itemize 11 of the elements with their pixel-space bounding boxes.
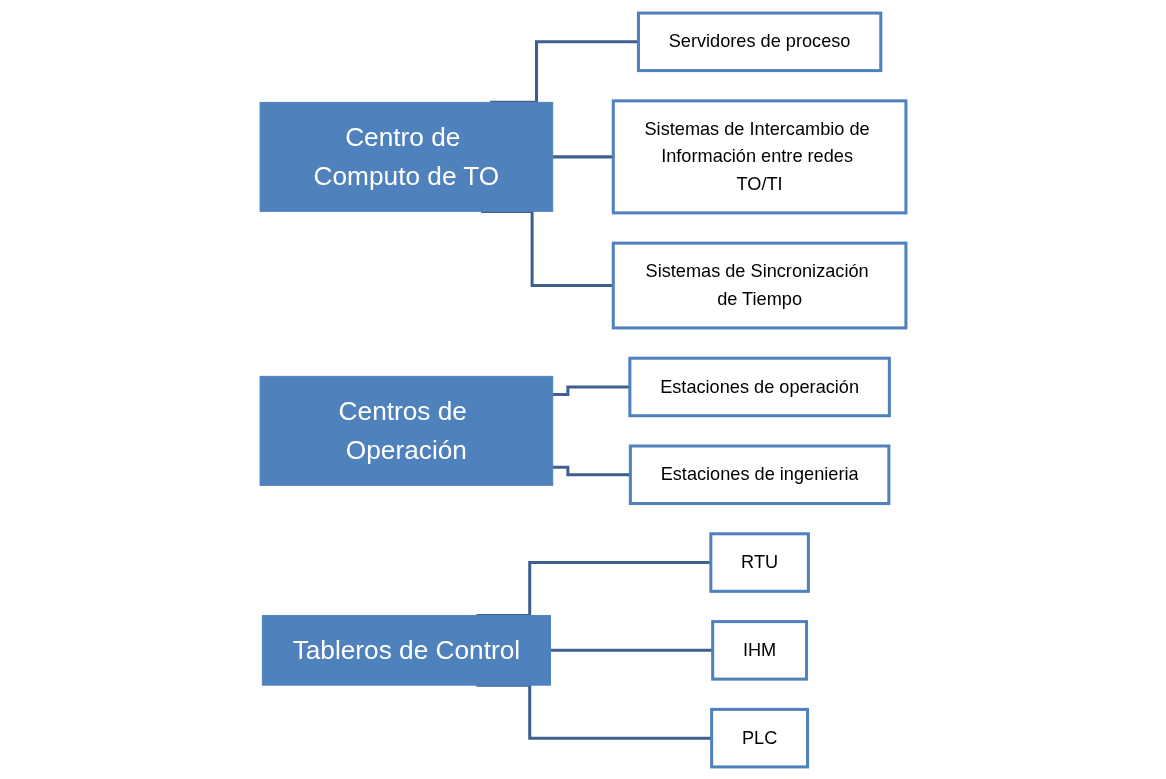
node-box: Tableros de Control (261, 614, 551, 686)
node-box: Centro de Computo de TO (259, 101, 554, 212)
node-box: Sistemas de Sincronización de Tiempo (611, 241, 908, 329)
node-box: Servidores de proceso (636, 11, 883, 72)
node-box: Estaciones de ingenieria (628, 444, 891, 505)
node-box: Centros de Operación (259, 375, 554, 486)
node-box: RTU (709, 531, 810, 593)
node-box: PLC (710, 707, 810, 768)
node-box: Estaciones de operación (628, 356, 891, 417)
node-box: IHM (711, 619, 809, 681)
node-box: Sistemas de Intercambio de Información entre redes TO/TI (611, 98, 908, 214)
